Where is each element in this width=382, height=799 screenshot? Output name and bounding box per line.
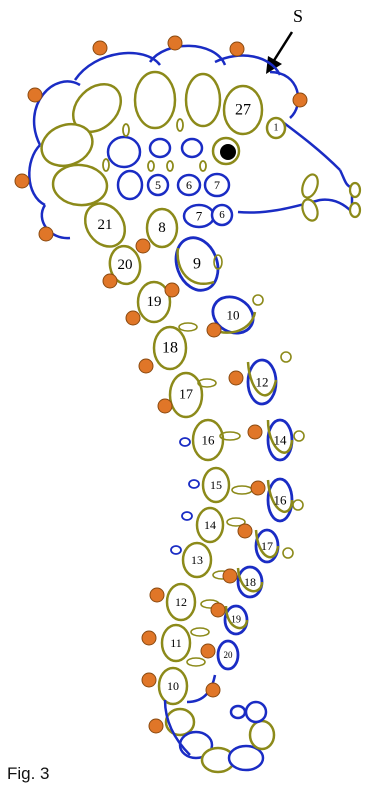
start-label: S	[293, 6, 303, 26]
label-head-1: 1	[274, 123, 279, 134]
head-blue-rings	[106, 135, 234, 229]
ring-numbers: 27 1 5 6 7 7 6 8 21 9 10 12 14 16 17 18 …	[98, 102, 288, 694]
body-left-blue-loops	[170, 437, 200, 555]
head-connector-loops	[102, 118, 207, 172]
label-inner-10: 10	[167, 679, 179, 693]
label-outer-17: 17	[261, 539, 273, 553]
tail-curl	[164, 700, 276, 774]
snout-line	[237, 119, 354, 214]
label-outer-19: 19	[231, 615, 241, 626]
snout-tip-rings	[301, 173, 362, 222]
label-head-7a: 7	[214, 178, 220, 192]
label-inner-18: 18	[162, 340, 178, 357]
label-head-27: 27	[235, 102, 251, 119]
figure-caption: Fig. 3	[7, 764, 50, 783]
picot-dots	[14, 35, 308, 734]
head-outer-rings	[28, 44, 300, 240]
label-inner-14: 14	[204, 518, 216, 532]
label-outer-12: 12	[256, 375, 269, 390]
label-outer-14: 14	[274, 433, 288, 448]
label-inner-11: 11	[170, 636, 182, 650]
label-inner-17: 17	[179, 388, 193, 403]
label-outer-9: 9	[193, 256, 201, 273]
label-head-21: 21	[98, 217, 113, 233]
label-head-6: 6	[186, 178, 192, 192]
start-arrow	[266, 31, 294, 74]
label-head-6b: 6	[219, 209, 225, 221]
label-inner-16: 16	[202, 433, 216, 448]
label-inner-20: 20	[118, 257, 133, 273]
label-head-5: 5	[155, 178, 161, 192]
label-outer-20: 20	[224, 650, 234, 660]
label-outer-18: 18	[244, 575, 256, 589]
label-inner-12: 12	[175, 595, 187, 609]
label-outer-16: 16	[274, 493, 288, 508]
label-head-8: 8	[158, 220, 166, 236]
label-inner-13: 13	[191, 553, 203, 567]
head-olive-rings	[40, 70, 287, 249]
label-inner-15: 15	[210, 478, 222, 492]
label-inner-19: 19	[147, 294, 162, 310]
label-outer-10: 10	[227, 308, 240, 323]
label-head-7b: 7	[196, 209, 203, 224]
tail-outline	[163, 674, 217, 756]
eye-bead	[220, 144, 236, 160]
body-olive-rings	[108, 244, 231, 706]
